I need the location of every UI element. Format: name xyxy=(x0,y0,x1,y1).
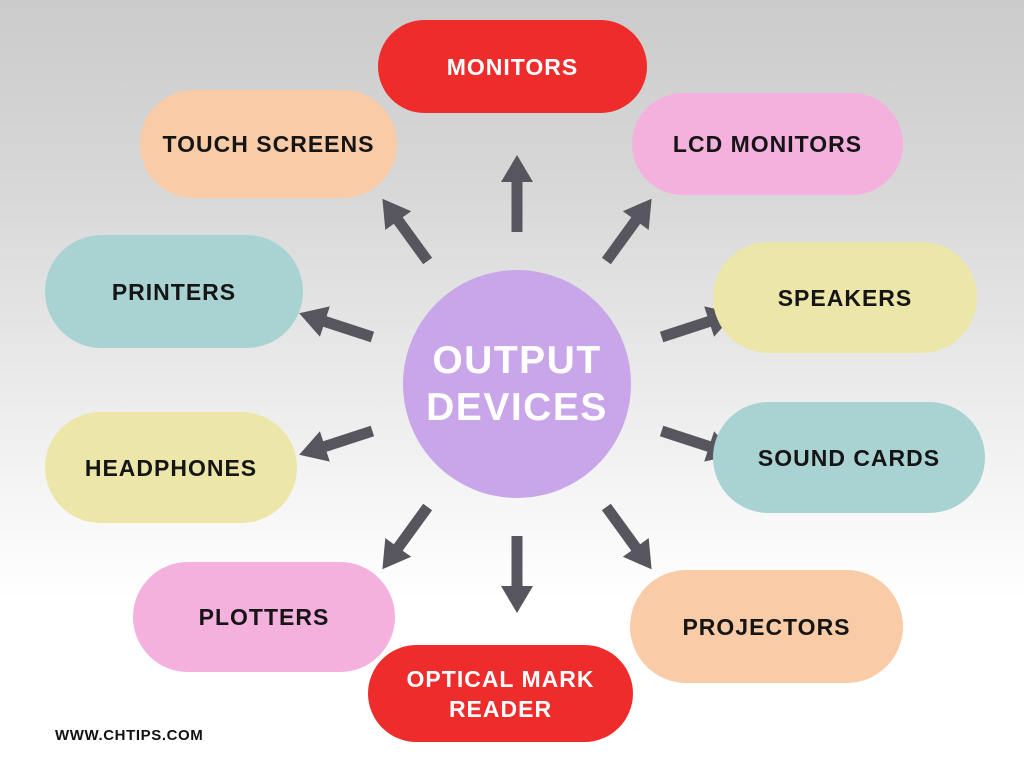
node-label: PROJECTORS xyxy=(682,613,851,640)
arrow-to-lcd-monitors xyxy=(601,198,652,265)
node-label: TOUCH SCREENS xyxy=(162,131,375,157)
node-sound-cards: SOUND CARDS xyxy=(713,402,985,513)
node-label: HEADPHONES xyxy=(84,454,258,481)
node-speakers: SPEAKERS xyxy=(713,242,977,353)
node-plotters: PLOTTERS xyxy=(133,562,395,672)
node-touch-screens: TOUCH SCREENS xyxy=(140,90,397,198)
node-optical-mark-reader: OPTICAL MARK READER xyxy=(368,645,633,742)
arrow-to-headphones xyxy=(299,425,375,462)
node-printers: PRINTERS xyxy=(45,235,303,348)
node-label: PRINTERS xyxy=(111,278,237,305)
node-label: OPTICAL MARK READER xyxy=(406,665,595,722)
node-label: SPEAKERS xyxy=(777,284,913,311)
arrow-to-monitors xyxy=(501,155,533,232)
arrow-to-printers xyxy=(299,306,375,343)
node-label: MONITORS xyxy=(446,53,579,80)
center-node-label-line1: OUTPUT xyxy=(432,339,602,382)
center-node: OUTPUT DEVICES xyxy=(403,270,631,498)
watermark-text: WWW.CHTIPS.COM xyxy=(55,727,204,744)
node-lcd-monitors: LCD MONITORS xyxy=(632,93,903,195)
center-node-label-line2: DEVICES xyxy=(426,386,608,429)
node-monitors: MONITORS xyxy=(378,20,647,113)
arrow-to-optical-mark-reader xyxy=(501,536,533,613)
arrow-to-plotters xyxy=(382,503,433,570)
node-label: LCD MONITORS xyxy=(672,131,863,157)
arrow-to-projectors xyxy=(601,503,652,570)
node-label: SOUND CARDS xyxy=(757,444,941,471)
arrow-to-touch-screens xyxy=(382,198,433,265)
node-projectors: PROJECTORS xyxy=(630,570,903,683)
node-label: PLOTTERS xyxy=(198,604,330,630)
node-headphones: HEADPHONES xyxy=(45,412,297,523)
